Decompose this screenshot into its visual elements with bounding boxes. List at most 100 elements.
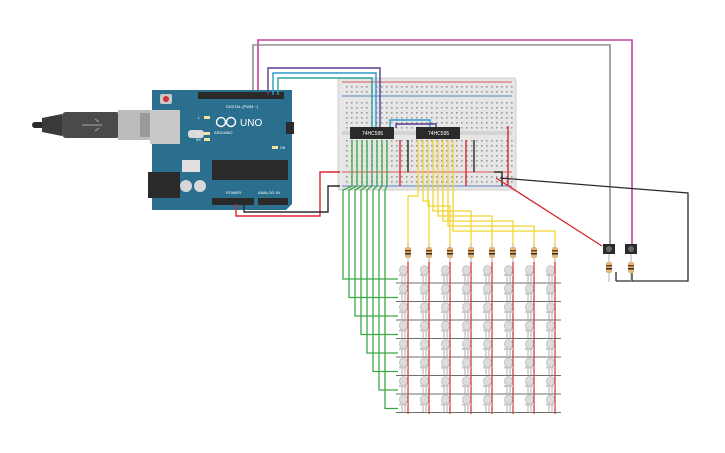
matrix-led (525, 376, 534, 394)
chip-link-wire-2 (395, 123, 437, 128)
column-resistor (405, 244, 411, 262)
column-wire (407, 140, 419, 246)
column-wire (452, 140, 556, 246)
header-digital-label: DIGITAL (PWM ~) (226, 104, 259, 109)
matrix-led (441, 320, 450, 339)
pulldown-resistor-2 (628, 254, 634, 282)
matrix-led (483, 339, 492, 357)
row-wire (366, 140, 398, 354)
red-power-wire (235, 171, 340, 217)
rx-led (204, 138, 210, 141)
matrix-led (441, 394, 450, 413)
matrix-led (546, 302, 555, 320)
chip-jumpers (399, 126, 509, 186)
matrix-led (483, 302, 492, 320)
matrix-led (399, 302, 408, 320)
matrix-led (399, 265, 408, 283)
power-header[interactable] (212, 198, 254, 205)
matrix-led (462, 283, 471, 302)
matrix-led (420, 265, 429, 283)
matrix-led (483, 394, 492, 413)
matrix-led (462, 265, 471, 283)
shift-register-2: 74HC595 (416, 127, 460, 139)
matrix-led (483, 265, 492, 283)
row-wires-green (342, 140, 398, 410)
teal-wire (277, 77, 373, 130)
matrix-led (546, 265, 555, 283)
purple-wire (267, 67, 381, 130)
matrix-led (462, 357, 471, 376)
matrix-led (525, 394, 534, 413)
led-l-label: L (198, 116, 200, 120)
matrix-led (525, 320, 534, 339)
control-wires (235, 67, 437, 217)
matrix-led (441, 283, 450, 302)
board-model: UNO (240, 118, 262, 129)
matrix-led (441, 302, 450, 320)
matrix-led (399, 376, 408, 394)
column-wire (442, 140, 514, 246)
blue-wire (272, 72, 377, 130)
black-gnd-wire (243, 185, 340, 213)
header-power-label: POWER (226, 190, 241, 195)
matrix-led (462, 394, 471, 413)
digital-header[interactable] (198, 92, 284, 99)
row-wire (372, 140, 398, 373)
matrix-led (525, 265, 534, 283)
matrix-led (483, 320, 492, 339)
atmega-chip (212, 160, 288, 180)
matrix-led (483, 357, 492, 376)
column-wire (432, 140, 472, 246)
matrix-led (504, 339, 513, 357)
push-button-1[interactable] (603, 244, 615, 254)
tx-led (204, 132, 210, 135)
matrix-led (546, 320, 555, 339)
matrix-led (504, 376, 513, 394)
matrix-led (504, 265, 513, 283)
matrix-led (525, 339, 534, 357)
column-resistor (531, 244, 537, 262)
matrix-led (546, 376, 555, 394)
header-analog-label: ANALOG IN (258, 190, 280, 195)
red-button-wire (495, 177, 603, 247)
matrix-led (504, 320, 513, 339)
matrix-led (483, 376, 492, 394)
matrix-led (462, 320, 471, 339)
matrix-led (420, 302, 429, 320)
top-loop-wires (252, 39, 633, 246)
led-tx-label: TX (196, 132, 201, 136)
board-brand: ARDUINO (214, 130, 232, 135)
matrix-led (420, 357, 429, 376)
row-wire (384, 140, 398, 410)
matrix-led (441, 265, 450, 283)
column-resistor (468, 244, 474, 262)
matrix-led (441, 357, 450, 376)
matrix-led (399, 357, 408, 376)
matrix-led (483, 283, 492, 302)
column-resistor (426, 244, 432, 262)
on-led (272, 146, 278, 149)
led-on-label: ON (280, 146, 286, 150)
column-wire (422, 140, 430, 246)
matrix-led (420, 394, 429, 413)
gray-loop-wire (252, 44, 611, 246)
matrix-led (420, 339, 429, 357)
usb-icon (82, 118, 102, 132)
led-matrix (396, 244, 561, 414)
push-button-2[interactable] (625, 244, 637, 254)
analog-header[interactable] (258, 198, 288, 205)
column-resistor (489, 244, 495, 262)
chip-1-label: 74HC595 (362, 131, 383, 137)
matrix-led (420, 320, 429, 339)
matrix-led (546, 283, 555, 302)
led-rx-label: RX (196, 138, 202, 142)
row-wire (348, 140, 398, 299)
matrix-led (420, 283, 429, 302)
matrix-led (504, 302, 513, 320)
matrix-led (420, 376, 429, 394)
magenta-loop-wire (257, 39, 633, 246)
arduino-logo-icon (215, 116, 237, 128)
row-wire (354, 140, 398, 317)
matrix-led (546, 394, 555, 413)
breadboard-holes (346, 86, 513, 183)
